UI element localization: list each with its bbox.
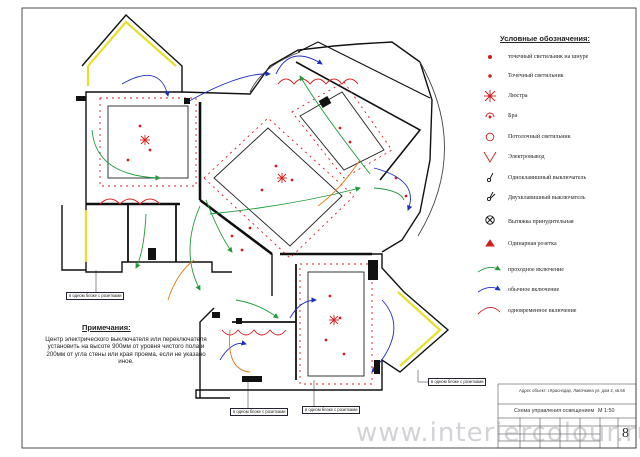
socket-block-tag: в одном блоке с розетками	[66, 292, 125, 300]
switch-markers	[76, 96, 380, 382]
spot-lights	[126, 124, 408, 356]
legend-label-socket: Одинарная розетка	[508, 241, 557, 247]
socket-icon	[485, 239, 495, 247]
legend-label-pendant-spot: точечный светильник на шнуре	[508, 54, 589, 60]
electrical-outlet-lead-icon	[483, 151, 497, 163]
simultaneous-arc-icon	[477, 307, 501, 315]
normal-switch-arrow-icon	[477, 285, 501, 293]
walls	[61, 13, 450, 399]
socket-block-tag: в одном блоке с розетками	[302, 406, 361, 414]
legend-label-ceiling-light: Потолочный светильник	[508, 134, 571, 140]
title-block-sheet-number: 8	[622, 426, 629, 441]
legend-label-chandelier: Люстра	[508, 93, 528, 99]
socket-block-tag: в одном блоке с розетками	[428, 378, 487, 386]
legend-label-single-switch: Одноклавишный выключатель	[508, 175, 587, 181]
exhaust-fan-icon	[485, 215, 495, 225]
title-block-sheet-title: Схема управления освещением	[514, 408, 595, 414]
legend-label-pass-through: проходное включение	[508, 267, 564, 273]
legend-label-normal-switch: обычное включение	[508, 287, 560, 293]
legend-label-spot-light: Точечный светильник	[508, 73, 564, 79]
switch-lines	[91, 55, 413, 373]
chandeliers	[140, 135, 339, 325]
legend-title: Условные обозначения:	[500, 34, 590, 43]
spot-light-icon	[488, 74, 492, 78]
windows	[84, 20, 442, 367]
single-switch-icon	[486, 172, 494, 183]
legend-label-simultaneous: одновременное включение	[508, 308, 577, 314]
legend-label-exhaust-fan: Вытяжка принудительная	[508, 219, 574, 225]
legend-label-outlet-lead: Электровывод	[508, 154, 545, 160]
pendant-spot-icon	[487, 54, 493, 60]
socket-block-tag: в одном блоке с розетками	[230, 408, 289, 416]
note-title: Примечания:	[82, 323, 131, 332]
scalloped-light-runs	[99, 78, 393, 385]
sheet-frame	[21, 7, 637, 449]
chandelier-icon	[484, 90, 496, 102]
legend-symbols	[477, 54, 501, 315]
title-block-scale: М 1:50	[598, 408, 615, 414]
watermark: www.interiercolour.ru	[356, 418, 640, 448]
title-block	[497, 383, 637, 449]
legend-label-double-switch: Двухклавишный выключатель	[508, 195, 586, 201]
sconce-icon	[485, 112, 495, 119]
title-block-address: Адрес объект: г.Краснодар, Лавочкина ул.…	[519, 388, 625, 393]
pass-through-arrow-icon	[477, 265, 501, 273]
note-body: Центр электрического выключателя или пер…	[45, 336, 207, 366]
legend-label-sconce: Бра	[508, 113, 518, 119]
double-switch-icon	[486, 191, 496, 202]
balcony-arc	[417, 61, 445, 237]
ceiling-light-icon	[485, 132, 495, 142]
